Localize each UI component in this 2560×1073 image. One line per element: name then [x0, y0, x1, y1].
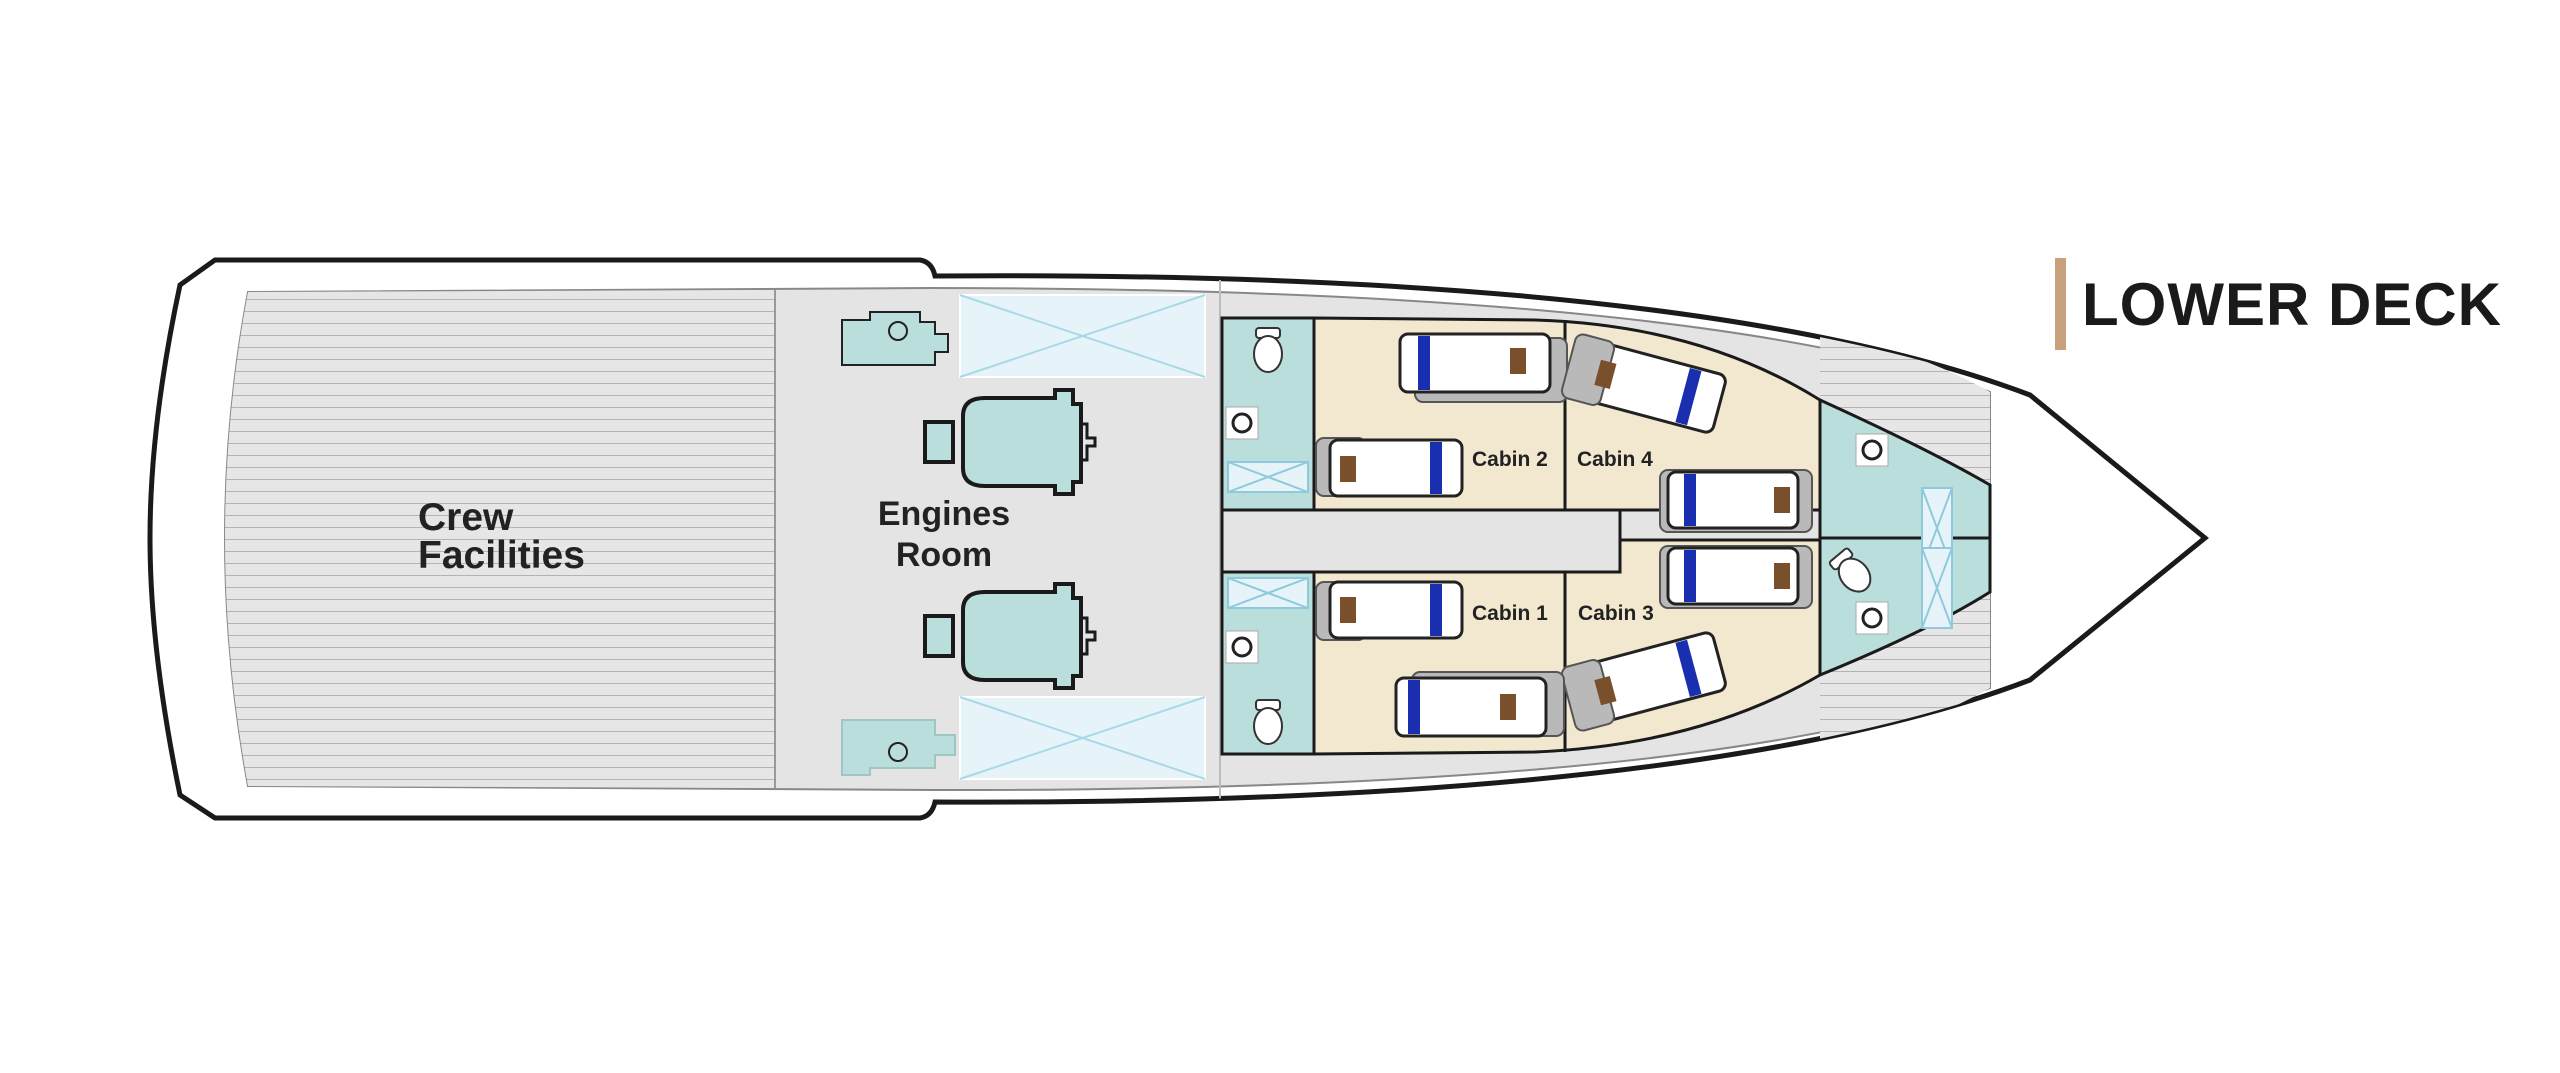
- cabin-3-label: Cabin 3: [1578, 602, 1654, 625]
- generator-top: [841, 311, 949, 366]
- bed-cabin-1-upper: [1315, 580, 1464, 641]
- bed-cabin-2-upper: [1398, 332, 1568, 403]
- crew-facilities-label-line1: Crew: [418, 496, 514, 539]
- crew-facilities-label-line2: Facilities: [418, 534, 585, 577]
- bed-cabin-3-lower: [1560, 631, 1727, 732]
- shower-icon: [1921, 547, 1953, 629]
- generator-bottom: [841, 719, 956, 776]
- bed-cabin-4-upper: [1560, 333, 1727, 434]
- toilet-icon: [1253, 699, 1283, 745]
- sink-icon: [1224, 405, 1260, 441]
- title-accent-bar: [2055, 258, 2066, 350]
- deck-title-block: LOWER DECK: [2055, 258, 2502, 350]
- bed-cabin-3-upper: [1659, 545, 1813, 609]
- deck-title: LOWER DECK: [2082, 270, 2502, 338]
- bed-cabin-4-lower: [1659, 469, 1813, 533]
- bed-cabin-2-lower: [1315, 437, 1464, 498]
- toilet-icon: [1253, 327, 1283, 373]
- sink-icon: [1854, 600, 1890, 636]
- cabin-4-label: Cabin 4: [1577, 448, 1653, 471]
- storage-top: [959, 294, 1206, 378]
- shower-icon: [1227, 461, 1309, 493]
- crew-deck-planking: [225, 290, 775, 788]
- storage-bottom: [959, 696, 1206, 780]
- sink-icon: [1224, 629, 1260, 665]
- cabin-1-label: Cabin 1: [1472, 602, 1548, 625]
- corridor: [1220, 508, 1820, 574]
- sink-icon: [1854, 432, 1890, 468]
- engines-room-label-line1: Engines: [878, 495, 1010, 533]
- shower-icon: [1227, 577, 1309, 609]
- bed-cabin-1-lower: [1394, 671, 1565, 738]
- cabin-2-label: Cabin 2: [1472, 448, 1548, 471]
- engines-room-label-line2: Room: [896, 536, 992, 574]
